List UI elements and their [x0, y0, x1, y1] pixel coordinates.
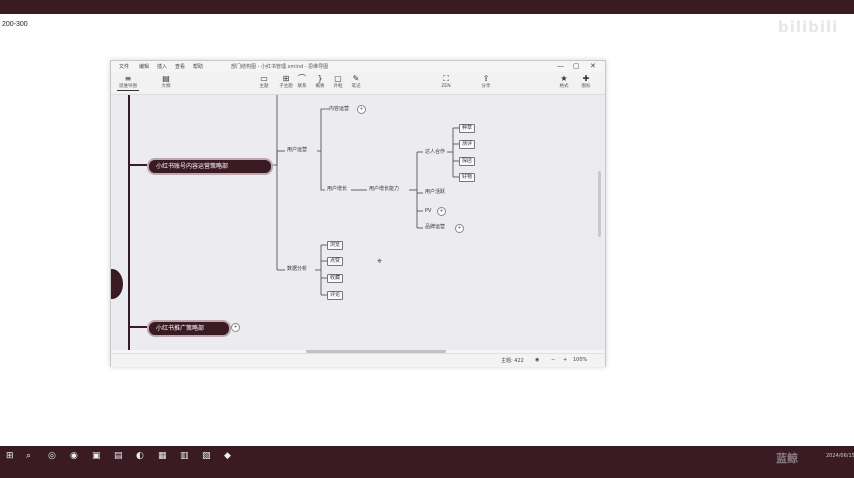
windows-taskbar: ⊞ ⌕ ◎ ◉ ▣ ▤ ◐ ▦ ▥ ▧ ◆ 蓝鲸 2024/06/15: [0, 446, 854, 478]
menu-insert[interactable]: 插入: [157, 64, 168, 70]
main-connector: [269, 95, 278, 166]
user-activity-node[interactable]: 用户活跃: [425, 189, 446, 195]
notes-button[interactable]: ✎ 笔记: [345, 74, 367, 90]
collapse-toggle-icon[interactable]: +: [437, 207, 446, 216]
data-item-4[interactable]: 评论: [327, 291, 344, 300]
subtopic-icon: ⊞: [282, 74, 290, 83]
menu-help[interactable]: 帮助: [193, 64, 204, 70]
content-connector: [317, 108, 329, 152]
close-button[interactable]: ✕: [590, 62, 596, 70]
data-item-1[interactable]: 浏览: [327, 241, 344, 250]
topic-count: 主题: 422: [501, 358, 524, 364]
list-icon: ≡: [124, 74, 132, 83]
start-menu-icon[interactable]: ⊞: [6, 451, 14, 461]
branch-data-analysis[interactable]: 数据分析: [287, 266, 308, 272]
mindmap-canvas[interactable]: 小红书账号内容运营策略部 小红书推广策略部 + 内容运营 + 用户运营 用户增长…: [111, 95, 605, 350]
relationship-icon: ⌒: [298, 74, 306, 83]
branch-user-growth[interactable]: 用户增长: [327, 186, 348, 192]
vertical-scrollbar[interactable]: [598, 171, 601, 237]
outline-view-button[interactable]: ▤ 大纲: [155, 74, 177, 90]
icons-button[interactable]: ✚ 图标: [575, 74, 597, 90]
toolbar: ≡ 思维导图 ▤ 大纲 ▭ 主题 ⊞ 子主题 ⌒ 联系 } 概要 ▢ 外框 ✎: [111, 72, 605, 95]
topic-button[interactable]: ▭ 主题: [253, 74, 275, 90]
summary-button[interactable]: } 概要: [309, 74, 331, 90]
zoom-level[interactable]: 100%: [573, 357, 588, 363]
zoom-in-button[interactable]: +: [563, 357, 568, 363]
share-icon: ⇪: [482, 74, 490, 83]
cortana-icon[interactable]: ◎: [48, 451, 56, 461]
browser-icon[interactable]: ◉: [70, 451, 78, 461]
collab-item-3[interactable]: 探店: [459, 157, 476, 166]
menu-file[interactable]: 文件: [119, 64, 130, 70]
maximize-button[interactable]: ▢: [573, 62, 580, 70]
top-bar: [0, 0, 854, 14]
app-icon[interactable]: ▤: [114, 451, 123, 461]
star-icon: ★: [560, 74, 568, 83]
root-topic-node[interactable]: [111, 269, 123, 299]
outline-icon: ▤: [162, 74, 170, 83]
app-icon[interactable]: ▦: [158, 451, 167, 461]
fullscreen-icon: ⛶: [443, 74, 449, 83]
summary-icon: }: [317, 74, 323, 83]
format-button[interactable]: ★ 格式: [553, 74, 575, 90]
content-node[interactable]: 内容运营: [329, 106, 350, 112]
boundary-button[interactable]: ▢ 外框: [327, 74, 349, 90]
mouse-cursor-icon: ⌖: [377, 257, 383, 267]
menu-view[interactable]: 查看: [175, 64, 186, 70]
main-topic-2[interactable]: 小红书推广策略部: [147, 320, 231, 337]
app-icon[interactable]: ▥: [180, 451, 189, 461]
boundary-icon: ▢: [334, 74, 342, 83]
search-icon[interactable]: ⌕: [26, 451, 32, 461]
pv-node[interactable]: PV: [425, 208, 432, 214]
collab-item-1[interactable]: 种草: [459, 124, 476, 133]
window-title: 部门结构图 - 小红书管理.xmind - 思维导图: [231, 64, 329, 70]
xmind-window: 文件 编辑 插入 查看 帮助 部门结构图 - 小红书管理.xmind - 思维导…: [110, 60, 606, 367]
growth-connector: [320, 151, 325, 191]
xmind-taskbar-icon[interactable]: ▧: [202, 451, 211, 461]
page-label: 200-300: [2, 21, 28, 28]
collab-item-2[interactable]: 测评: [459, 140, 476, 149]
pin-icon: ✚: [582, 74, 590, 83]
collapse-toggle-icon[interactable]: +: [231, 323, 240, 332]
menu-bar: 文件 编辑 插入 查看 帮助 部门结构图 - 小红书管理.xmind - 思维导…: [111, 61, 605, 72]
app-icon[interactable]: ▣: [92, 451, 101, 461]
horizontal-scrollbar[interactable]: [306, 350, 446, 353]
growth-ability-node[interactable]: 用户增长能力: [369, 186, 400, 192]
talent-collab-node[interactable]: 达人合作: [425, 149, 446, 155]
eye-icon[interactable]: ◉: [535, 357, 540, 363]
minimize-button[interactable]: —: [557, 62, 564, 70]
app-icon[interactable]: ◆: [224, 451, 231, 461]
status-bar: 主题: 422 ◉ − + 100%: [111, 353, 605, 367]
share-button[interactable]: ⇪ 分享: [475, 74, 497, 90]
data-item-2[interactable]: 点赞: [327, 257, 344, 266]
subtopic-button[interactable]: ⊞ 子主题: [275, 74, 297, 90]
topic-icon: ▭: [260, 74, 268, 83]
tray-logo: 蓝鲸: [776, 452, 798, 465]
branch-user-ops[interactable]: 用户运营: [287, 147, 308, 153]
app-icon[interactable]: ◐: [136, 451, 144, 461]
relationship-button[interactable]: ⌒ 联系: [291, 74, 313, 90]
zoom-out-button[interactable]: −: [551, 357, 556, 363]
collapse-toggle-icon[interactable]: +: [357, 105, 366, 114]
collab-item-4[interactable]: 好物: [459, 173, 476, 182]
main-topic-1[interactable]: 小红书账号内容运营策略部: [147, 158, 273, 175]
data-item-3[interactable]: 收藏: [327, 274, 344, 283]
bilibili-watermark: bilibili: [778, 18, 839, 36]
collapse-toggle-icon[interactable]: +: [455, 224, 464, 233]
mindmap-view-button[interactable]: ≡ 思维导图: [117, 74, 139, 91]
brand-ops-node[interactable]: 品牌运营: [425, 224, 446, 230]
clock[interactable]: 2024/06/15: [826, 453, 854, 459]
connector-lines: [128, 95, 459, 350]
zen-mode-button[interactable]: ⛶ ZEN: [435, 74, 457, 90]
menu-edit[interactable]: 编辑: [139, 64, 150, 70]
pencil-icon: ✎: [352, 74, 360, 83]
